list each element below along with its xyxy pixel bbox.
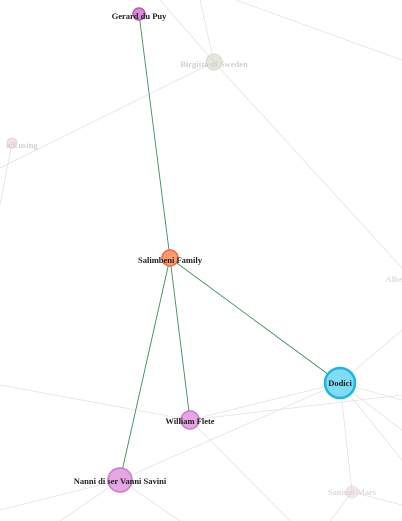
node-nanni-circle[interactable] bbox=[107, 467, 133, 493]
node-dodici-circle[interactable] bbox=[323, 366, 357, 400]
node-gerard-label: Gerard du Puy bbox=[112, 11, 168, 21]
edge-salimbeni-nanni bbox=[119, 257, 171, 481]
node-dodici-label: Dodici bbox=[328, 378, 352, 388]
node-left-faint[interactable]: a Lusing bbox=[6, 137, 38, 150]
node-salimbeni[interactable]: Salimbeni Family bbox=[138, 249, 203, 267]
node-samuel-circle[interactable] bbox=[345, 485, 359, 499]
highlight-edges bbox=[119, 13, 341, 481]
node-birgitta-label: Birgitta of Sweden bbox=[180, 59, 248, 69]
node-samuel[interactable]: Samuel Mars bbox=[328, 485, 377, 499]
node-william-circle[interactable] bbox=[180, 410, 200, 430]
edge-salimbeni-dodici bbox=[169, 257, 341, 384]
node-right-faint-label: Albe bbox=[386, 274, 402, 284]
node-left-faint-label: a Lusing bbox=[6, 140, 38, 150]
edge-salimbeni-william bbox=[169, 257, 191, 421]
node-salimbeni-circle[interactable] bbox=[161, 249, 179, 267]
node-left-faint-circle[interactable] bbox=[6, 137, 18, 149]
node-birgitta-circle[interactable] bbox=[205, 53, 223, 71]
node-gerard[interactable]: Gerard du Puy bbox=[112, 7, 168, 21]
node-dodici[interactable]: Dodici bbox=[323, 366, 357, 400]
edge-gerard-salimbeni bbox=[138, 13, 171, 259]
node-william[interactable]: William Flete bbox=[165, 410, 215, 430]
node-william-label: William Flete bbox=[165, 416, 214, 426]
node-birgitta[interactable]: Birgitta of Sweden bbox=[180, 53, 248, 71]
node-right-faint[interactable]: Albe bbox=[386, 274, 402, 284]
node-samuel-label: Samuel Mars bbox=[328, 487, 377, 497]
node-nanni[interactable]: Nanni di ser Vanni Savini bbox=[74, 467, 167, 493]
node-salimbeni-label: Salimbeni Family bbox=[138, 255, 203, 265]
node-gerard-circle[interactable] bbox=[132, 7, 146, 21]
node-nanni-label: Nanni di ser Vanni Savini bbox=[74, 476, 167, 486]
